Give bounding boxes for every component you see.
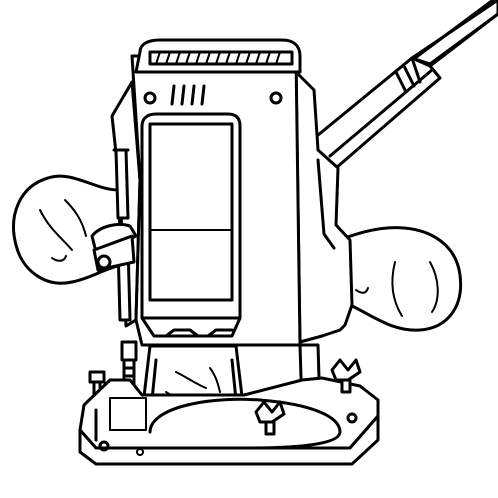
- right-screw-icon: [269, 91, 283, 105]
- front-label-panel: [140, 112, 242, 320]
- left-screw-icon: [143, 91, 157, 105]
- clamp-screw-icon: [96, 254, 112, 270]
- motor-housing: [110, 38, 354, 347]
- power-cord: [310, 0, 498, 170]
- top-vent-grille: [148, 50, 294, 66]
- base-screw-right-icon: [346, 412, 358, 424]
- vent-slots: [170, 84, 206, 106]
- depth-stop-clamp: [90, 222, 138, 272]
- base-screw-mid-icon: [136, 448, 144, 456]
- right-knob-handle: [338, 226, 463, 332]
- router-base: [78, 376, 380, 466]
- base-screw-left-icon: [98, 440, 110, 452]
- wing-nuts: [254, 358, 362, 436]
